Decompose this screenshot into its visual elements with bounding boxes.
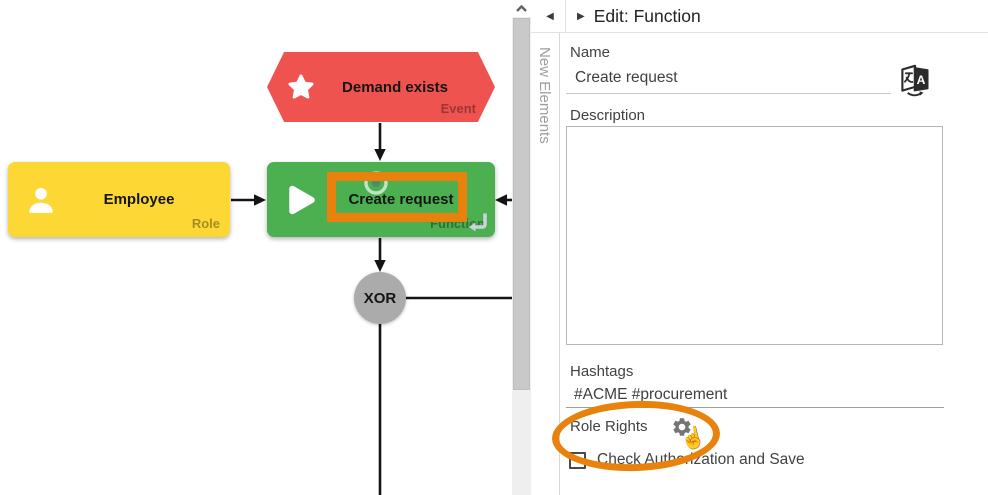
event-label: Demand exists [342, 78, 448, 96]
role-node[interactable]: Employee Role [8, 162, 230, 237]
function-node[interactable]: Create request Function [267, 162, 495, 237]
edit-panel-header: ◀ ▶ Edit: Function [531, 0, 988, 33]
event-type-label: Event [440, 101, 476, 116]
panel-title: Edit: Function [593, 6, 701, 26]
new-elements-tab[interactable]: New Elements [531, 33, 560, 495]
description-label: Description [570, 107, 646, 124]
gear-icon[interactable] [671, 416, 693, 438]
person-icon [29, 187, 53, 213]
subprocess-arrow-icon [469, 213, 487, 232]
diagram-canvas[interactable]: Demand exists Event Employee Role Create… [0, 0, 512, 495]
role-type-label: Role [191, 216, 220, 231]
scrollbar-thumb[interactable] [513, 18, 530, 390]
expand-right-icon: ▶ [577, 11, 585, 22]
collapse-left-icon: ◀ [546, 10, 554, 22]
function-label: Create request [348, 191, 454, 208]
role-label: Employee [103, 191, 175, 208]
event-node[interactable]: Demand exists Event [267, 52, 495, 122]
check-auth-checkbox[interactable] [569, 451, 586, 469]
edit-panel: Name A Description Hashtags Role Rights … [550, 33, 988, 495]
scroll-up-button[interactable] [512, 0, 531, 17]
chevron-up-icon [516, 4, 527, 12]
play-icon [289, 185, 315, 214]
check-auth-row: Check Authorization and Save [569, 451, 805, 469]
star-icon [288, 74, 314, 99]
panel-collapse-button[interactable]: ◀ [540, 6, 560, 26]
hashtags-label: Hashtags [570, 363, 634, 380]
hashtags-input[interactable] [566, 384, 944, 408]
zoom-target-icon [364, 171, 388, 195]
name-input[interactable] [566, 66, 891, 94]
check-auth-label[interactable]: Check Authorization and Save [597, 451, 805, 468]
header-divider [565, 0, 566, 33]
canvas-scrollbar[interactable] [512, 0, 531, 495]
role-rights-label: Role Rights [570, 418, 648, 435]
panel-title-row[interactable]: ▶ Edit: Function [577, 0, 701, 33]
xor-connector-node[interactable]: XOR [354, 272, 406, 324]
description-textarea[interactable] [566, 126, 943, 345]
xor-label: XOR [363, 289, 397, 307]
new-elements-tab-label: New Elements [536, 47, 553, 144]
connector-arrows [231, 123, 512, 495]
name-label: Name [570, 44, 611, 61]
translate-icon[interactable]: A [895, 60, 933, 98]
svg-text:A: A [917, 73, 926, 87]
